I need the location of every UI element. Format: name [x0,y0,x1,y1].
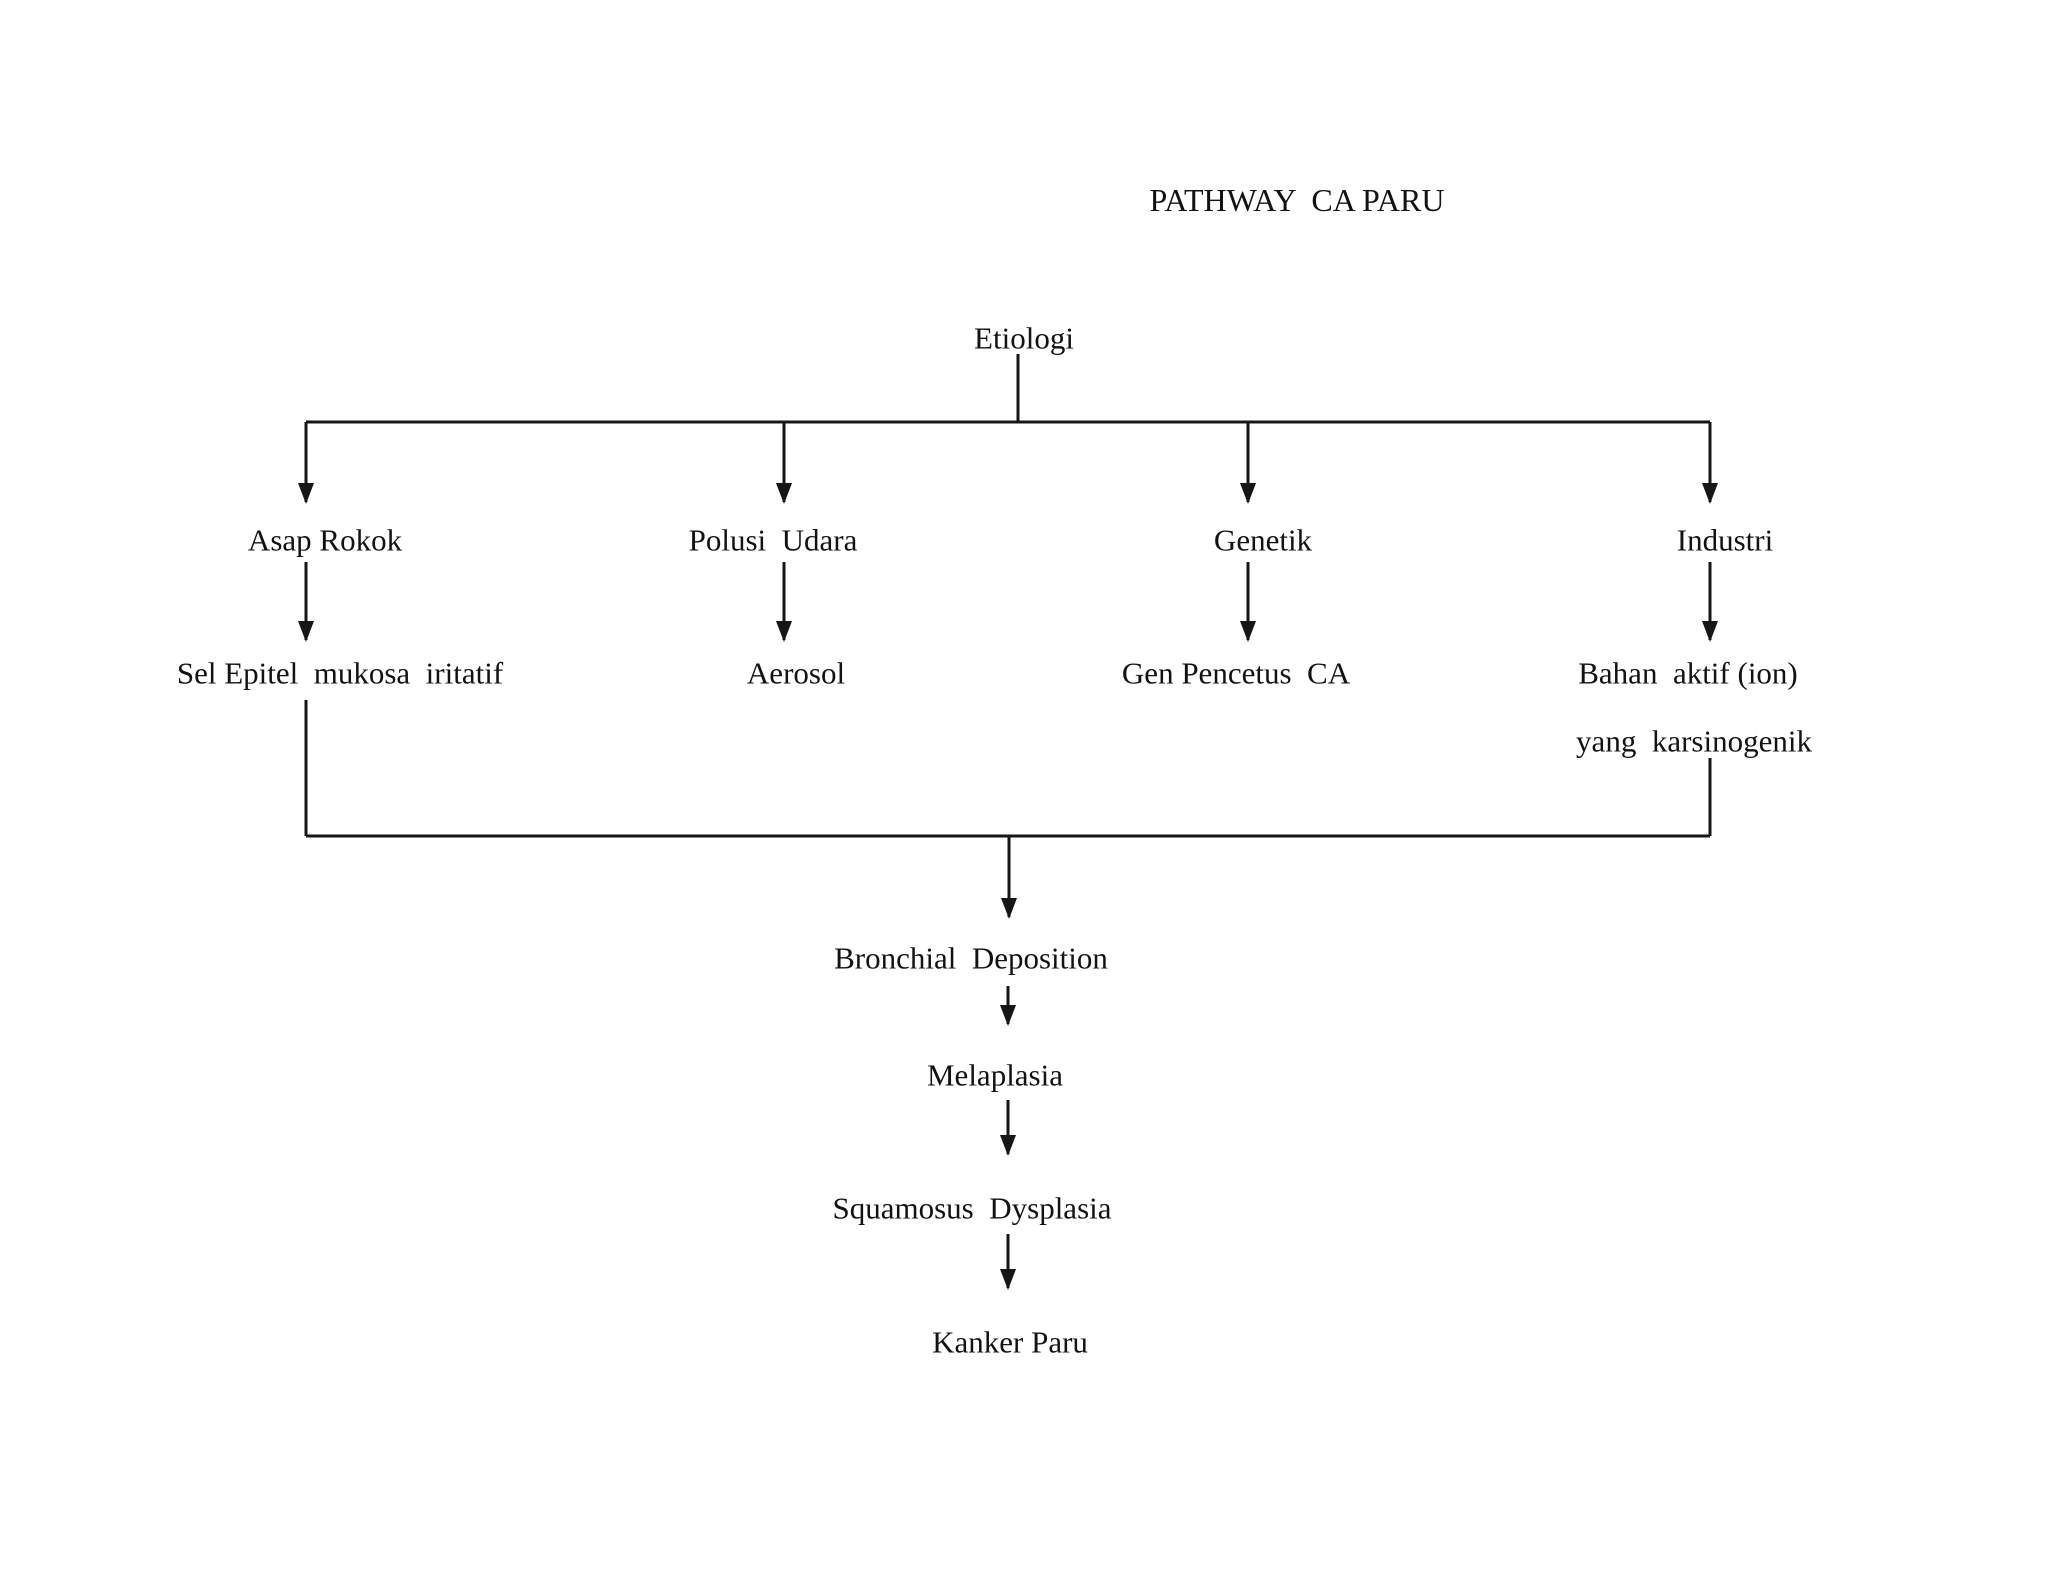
node-gen-pencetus: Gen Pencetus CA [1121,655,1351,691]
node-aerosol: Aerosol [746,655,846,691]
node-polusi-udara: Polusi Udara [688,522,858,558]
node-asap-rokok: Asap Rokok [247,522,403,558]
node-bronchial-deposition: Bronchial Deposition [834,940,1108,976]
node-etiologi: Etiologi [974,320,1074,356]
node-bahan-aktif-line1: Bahan aktif (ion) [1578,655,1798,691]
node-melaplasia: Melaplasia [926,1057,1064,1093]
node-sel-epitel: Sel Epitel mukosa iritatif [176,655,504,691]
page-title: PATHWAY CA PARU [1149,181,1445,218]
node-squamosus-dysplasia: Squamosus Dysplasia [832,1190,1112,1226]
node-bahan-aktif-line2: yang karsinogenik [1576,723,1812,759]
node-kanker-paru: Kanker Paru [932,1324,1088,1360]
node-genetik: Genetik [1213,522,1313,558]
node-industri: Industri [1676,522,1774,558]
